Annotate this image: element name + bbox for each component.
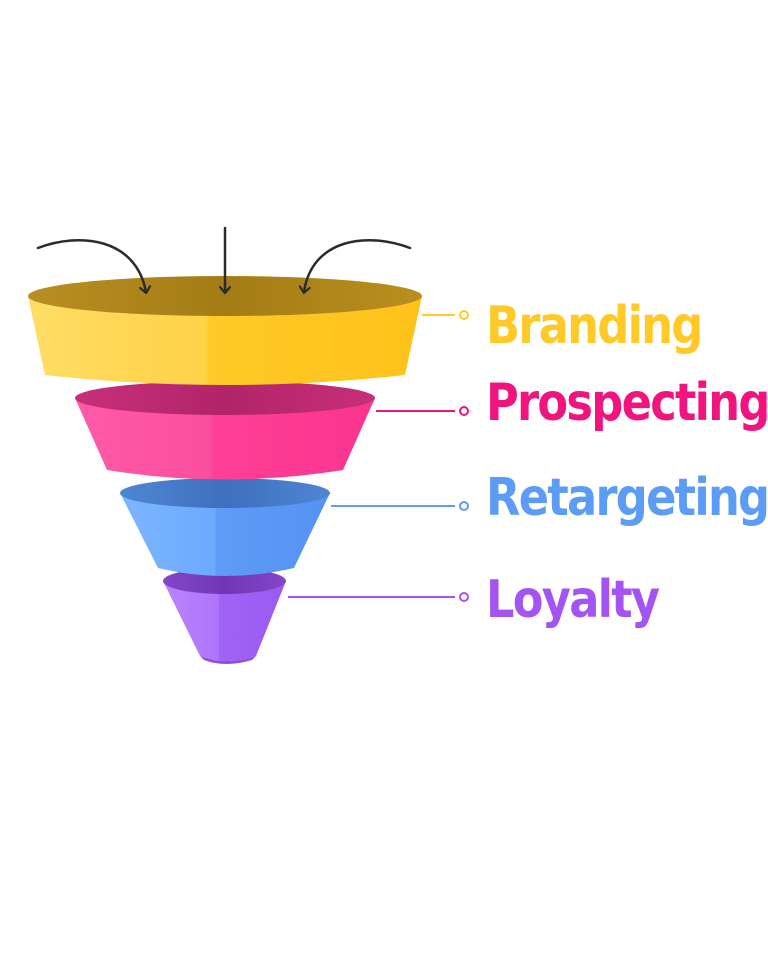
connector-retargeting (331, 501, 469, 511)
label-prospecting: Prospecting (486, 373, 768, 433)
connector-branding (422, 310, 469, 320)
funnel-stage-prospecting (75, 381, 375, 480)
connector-prospecting (376, 406, 469, 416)
funnel-stage-branding (28, 276, 422, 385)
funnel-stage-retargeting (120, 478, 330, 576)
funnel-stage-loyalty (163, 568, 286, 664)
connector-loyalty (288, 592, 469, 602)
label-loyalty: Loyalty (486, 570, 660, 630)
label-branding: Branding (486, 296, 703, 356)
arrow-right-curved-icon (304, 238, 412, 292)
arrow-left-curved-icon (36, 238, 146, 292)
label-retargeting: Retargeting (486, 468, 768, 528)
